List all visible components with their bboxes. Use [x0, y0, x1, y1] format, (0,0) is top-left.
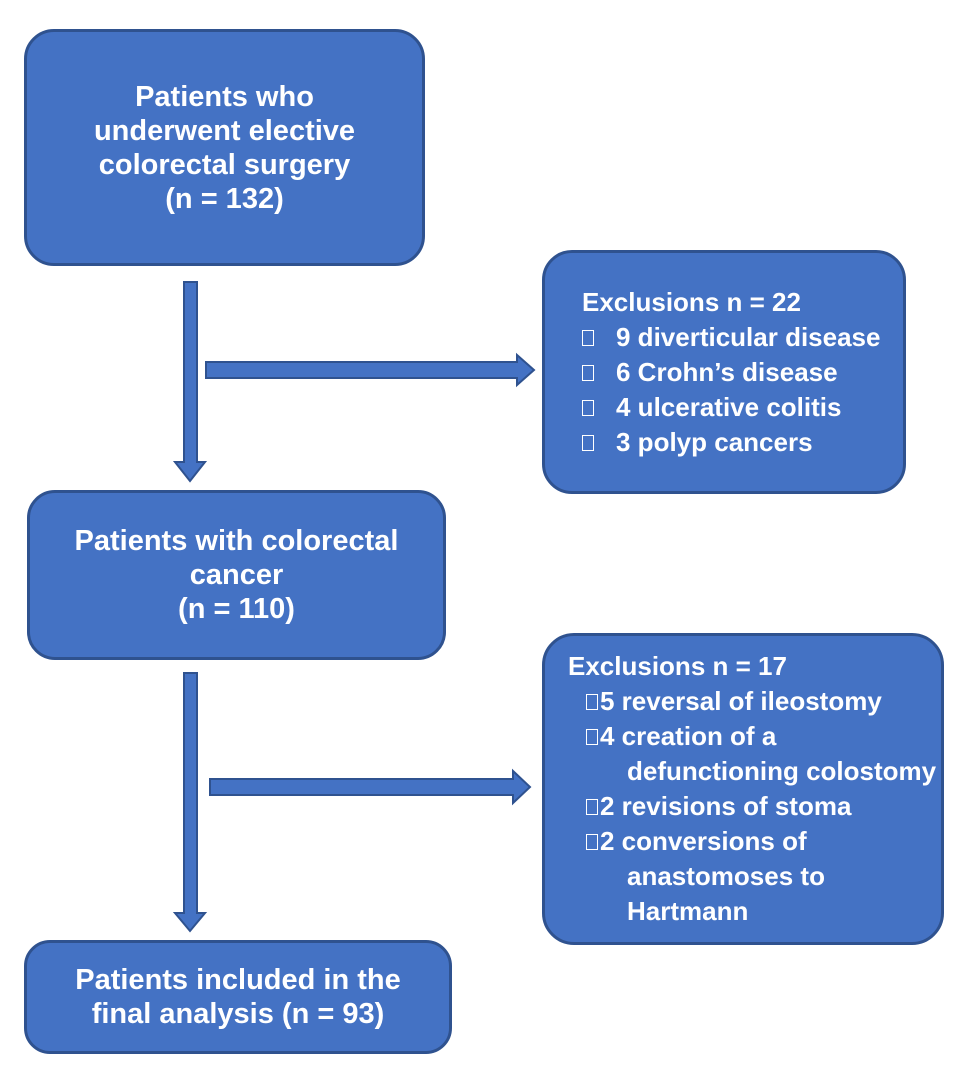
exclusion-item: 3 polyp cancers — [545, 425, 903, 460]
box-text-line: Patients with colorectal — [74, 525, 399, 557]
exclusion-item: 6 Crohn’s disease — [545, 355, 903, 390]
right-arrow-2 — [209, 768, 532, 806]
down-arrow-1 — [172, 281, 208, 483]
checkbox-bullet-icon — [586, 694, 598, 710]
box-elective-surgery: Patients who underwent elective colorect… — [24, 29, 425, 266]
exclusions-box-1: Exclusions n = 22 9 diverticular disease… — [542, 250, 906, 494]
box-final-analysis: Patients included in the final analysis … — [24, 940, 452, 1054]
box-text-line: final analysis (n = 93) — [91, 998, 385, 1030]
exclusion-item: 2 revisions of stoma — [545, 789, 941, 824]
box-text-line: Patients included in the — [75, 964, 401, 996]
exclusion-item: 2 conversions of — [545, 824, 941, 859]
box-text-line: underwent elective — [93, 114, 356, 147]
box-text-line: (n = 110) — [178, 593, 295, 625]
right-arrow-1 — [205, 352, 536, 388]
exclusion-item: 4 ulcerative colitis — [545, 390, 903, 425]
exclusions-heading: Exclusions n = 22 — [582, 286, 801, 317]
checkbox-bullet-icon — [582, 434, 594, 451]
box-text-line: Patients who — [135, 80, 314, 113]
checkbox-bullet-icon — [582, 364, 594, 381]
checkbox-bullet-icon — [582, 329, 594, 346]
exclusion-item: 9 diverticular disease — [545, 320, 903, 355]
exclusion-item: 4 creation of a — [545, 719, 941, 754]
checkbox-bullet-icon — [586, 834, 598, 850]
exclusions-box-2: Exclusions n = 17 5 reversal of ileostom… — [542, 633, 944, 945]
box-colorectal-cancer: Patients with colorectal cancer (n = 110… — [27, 490, 446, 660]
checkbox-bullet-icon — [582, 399, 594, 416]
exclusion-item-continuation: anastomoses to Hartmann — [627, 861, 825, 926]
exclusion-item-continuation: defunctioning colostomy — [627, 756, 937, 786]
checkbox-bullet-icon — [586, 729, 598, 745]
exclusion-item: 5 reversal of ileostomy — [545, 684, 941, 719]
box-text-line: colorectal surgery — [98, 148, 351, 181]
box-text-line: (n = 132) — [165, 182, 284, 215]
exclusions-heading: Exclusions n = 17 — [568, 651, 787, 681]
checkbox-bullet-icon — [586, 799, 598, 815]
down-arrow-2 — [172, 672, 208, 933]
box-text-line: cancer — [189, 559, 284, 591]
